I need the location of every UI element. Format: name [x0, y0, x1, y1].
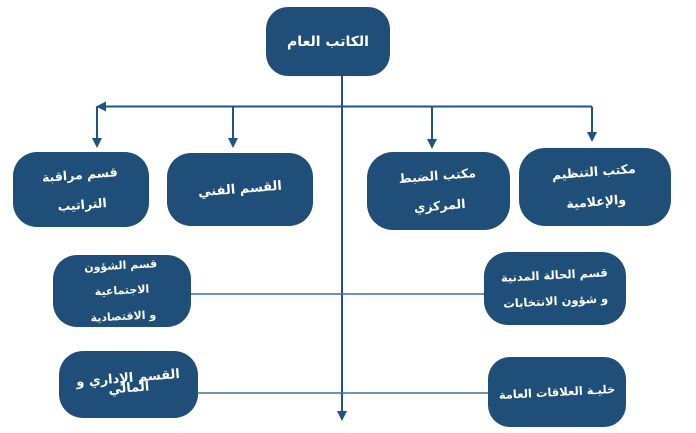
node-public-relations-label: خليـة العلاقات العامة [488, 381, 627, 402]
node-regulations-monitoring-department: قسم مراقبة التراتيب [13, 152, 149, 227]
node-civil-status-elections-department: قسم الحالة المدنية و شؤون الانتخابات [484, 252, 626, 325]
node-label-line: خليـة العلاقات العامة [498, 381, 616, 403]
node-label-line: قسم الشؤون الاجتماعية [83, 257, 158, 299]
node-label-line: و شؤون الانتخابات [502, 291, 609, 312]
node-secretary-general: الكاتب العام [266, 7, 390, 76]
node-technical-department: القسم الفني [167, 153, 313, 226]
node-admin-financial-department: القسم الإداري و المالي [59, 351, 198, 418]
node-social-economic-label: قسم الشؤون الاجتماعية و الاقتصادية [51, 250, 193, 333]
node-social-economic-affairs-department: قسم الشؤون الاجتماعية و الاقتصادية [53, 255, 191, 327]
node-organization-informatics-label: مكتب التنظيم والإعلامية [517, 151, 673, 223]
node-secretary-general-label: الكاتب العام [266, 34, 390, 50]
node-central-registry-label: مكتب الضبط المركزي [365, 155, 512, 226]
node-organization-informatics-office: مكتب التنظيم والإعلامية [519, 148, 671, 226]
node-label-line: الكاتب العام [287, 33, 369, 50]
node-admin-financial-label: القسم الإداري و المالي [58, 367, 198, 400]
node-public-relations-cell: خليـة العلاقات العامة [488, 357, 626, 427]
node-technical-department-label: القسم الفني [167, 176, 314, 202]
node-central-registry-office: مكتب الضبط المركزي [367, 152, 510, 230]
node-civil-status-elections-label: قسم الحالة المدنية و شؤون الانتخابات [483, 258, 628, 318]
node-label-line: القسم الفني [197, 178, 283, 201]
node-regulations-monitoring-label: قسم مراقبة التراتيب [11, 154, 151, 224]
